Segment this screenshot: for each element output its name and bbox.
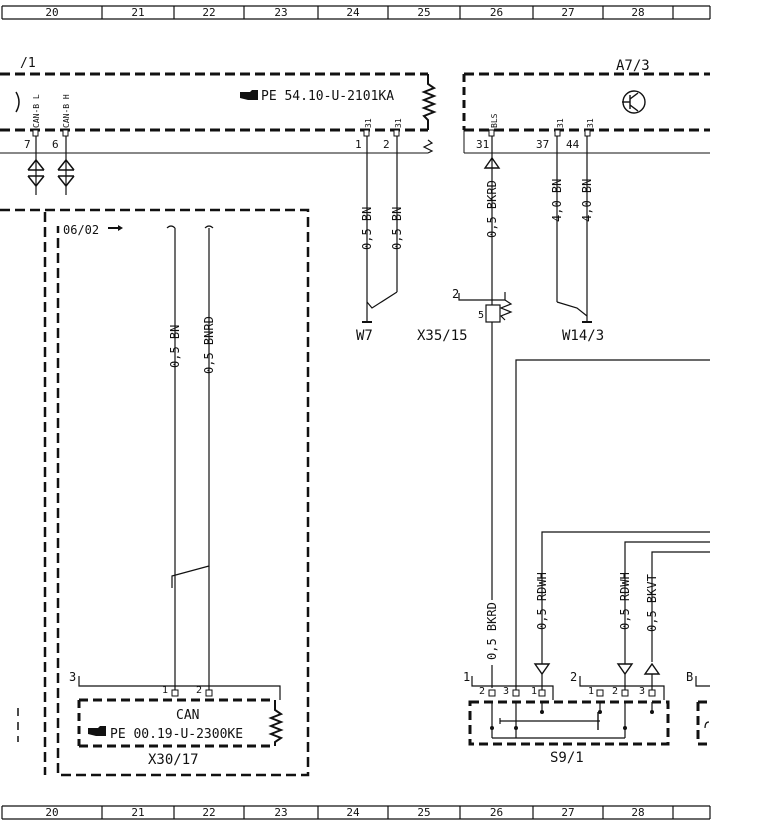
x35-15-connector: 2 5 X35/15 (417, 287, 513, 344)
ground-w7-label: W7 (356, 328, 373, 344)
wire-label-bkrd-bottom: 0,5 BKRD (485, 602, 499, 660)
w7-ground-branch: 0,5 BN 0,5 BN W7 (356, 136, 404, 344)
top-grid-column-20: 20 (45, 6, 58, 19)
s9-pin-2a: 2 (479, 686, 485, 697)
top-grid-column-23: 23 (274, 6, 287, 19)
x35-pin-5: 5 (478, 310, 484, 321)
x35-15-label: X35/15 (417, 328, 468, 344)
bottom-grid-column-23: 23 (274, 806, 287, 819)
s9-1-wiring: 0,5 RDWH 0,5 RDWH 0,5 BKVT 1 2 2 3 1 1 2… (463, 359, 710, 766)
left-module-partial-label: /1 (20, 56, 36, 71)
a73-num-44: 44 (566, 138, 580, 151)
can-b-h-label: CAN-B H (62, 94, 71, 128)
wire-label-bkvt: 0,5 BKVT (645, 574, 659, 632)
wire-label-4bn2: 4,0 BN (580, 179, 594, 222)
date-note: 06/02 (63, 223, 99, 237)
w14-3-label: W14/3 (562, 328, 604, 344)
bkrd-main-wire: 0,5 BKRD 0,5 BKRD (483, 136, 501, 688)
s9-pin-3a: 3 (503, 686, 509, 697)
pin-7: 7 (24, 138, 31, 151)
s9-pin-3b: 3 (639, 686, 645, 697)
s9-1-label: S9/1 (550, 750, 584, 766)
pin-6: 6 (52, 138, 59, 151)
arrow-right-icon (108, 225, 123, 231)
bottom-grid-column-20: 20 (45, 806, 58, 819)
b-component-partial: B (686, 670, 710, 746)
can-connector-symbol-icon (27, 158, 75, 188)
bottom-grid-ruler: 20 21 22 23 24 25 26 27 28 (1, 805, 711, 820)
reference-symbol-icon-2 (88, 726, 106, 736)
can-label: CAN (176, 708, 199, 723)
x30-reference: PE 00.19-U-2300KE (110, 727, 243, 742)
a73-num-37: 37 (536, 138, 549, 151)
wire-label-rdwh2: 0,5 RDWH (618, 572, 632, 630)
bottom-grid-column-22: 22 (202, 806, 215, 819)
a73-pin-31a: 31 (556, 118, 565, 128)
a73-pin-bls: BLS (490, 113, 499, 128)
s9-pin-2b: 2 (612, 686, 618, 697)
a7-3-module: A7/3 BLS 31 31 31 37 44 (462, 58, 710, 154)
wire-label-rdwh1: 0,5 RDWH (535, 572, 549, 630)
bottom-grid-column-27: 27 (561, 806, 574, 819)
left-control-module: /1 PE 54.10-U-2101KA CAN-B L CAN-B H 7 6… (0, 56, 437, 195)
top-grid-column-22: 22 (202, 6, 215, 19)
switch-contacts-icon (490, 702, 654, 739)
w14-3-ground-branch: 4,0 BN 4,0 BN W14/3 (550, 136, 604, 344)
left-num-1: 1 (355, 138, 362, 151)
wire-label-4bn1: 4,0 BN (550, 179, 564, 222)
x30-17-enclosure: 06/02 0,5 BN 0,5 BNRD 3 1 2 CAN PE 00.19… (0, 208, 310, 777)
wire-label-can-bn: 0,5 BN (168, 325, 182, 368)
s9-pin-1a: 1 (531, 686, 537, 697)
a7-3-label: A7/3 (616, 58, 650, 74)
left-module-reference: PE 54.10-U-2101KA (261, 89, 394, 104)
bottom-grid-column-25: 25 (417, 806, 430, 819)
x30-position-3: 3 (69, 670, 76, 684)
s9-group-1: 1 (463, 670, 470, 684)
top-grid-column-25: 25 (417, 6, 430, 19)
can-b-l-label: CAN-B L (32, 94, 41, 128)
a73-pin-31b: 31 (586, 118, 595, 128)
left-pin-31b: 31 (394, 118, 403, 128)
wire-label-bn1: 0,5 BN (360, 207, 374, 250)
top-grid-column-27: 27 (561, 6, 574, 19)
wire-label-can-bnrd: 0,5 BNRD (202, 316, 216, 374)
bottom-grid-column-21: 21 (131, 806, 144, 819)
left-pin-31a: 31 (364, 118, 373, 128)
a73-num-31: 31 (476, 138, 489, 151)
rdwh2-arrow-icon (616, 663, 634, 676)
x30-pin-1: 1 (162, 685, 168, 696)
reference-symbol-icon (240, 90, 258, 100)
x30-pin-2: 2 (196, 685, 202, 696)
bottom-grid-column-26: 26 (490, 806, 503, 819)
top-grid-column-24: 24 (346, 6, 360, 19)
b-label: B (686, 670, 693, 684)
x30-17-label: X30/17 (148, 752, 199, 768)
bottom-grid-column-24: 24 (346, 806, 360, 819)
transistor-symbol-icon (622, 90, 646, 114)
wire-label-bkrd-top: 0,5 BKRD (485, 180, 499, 238)
top-grid-column-28: 28 (631, 6, 644, 19)
s9-group-2: 2 (570, 670, 577, 684)
rdwh1-arrow-icon (533, 663, 551, 676)
top-grid-column-21: 21 (131, 6, 144, 19)
bkrd-connector-arrow-icon (483, 156, 501, 169)
top-grid-ruler: 20 21 22 23 24 25 26 27 28 (1, 5, 711, 20)
bkvt-arrow-icon (643, 662, 661, 675)
top-grid-column-26: 26 (490, 6, 503, 19)
x35-pin-2: 2 (452, 287, 459, 301)
wire-label-bn2: 0,5 BN (390, 207, 404, 250)
s9-pin-1b: 1 (588, 686, 594, 697)
left-num-2: 2 (383, 138, 390, 151)
bottom-grid-column-28: 28 (631, 806, 644, 819)
